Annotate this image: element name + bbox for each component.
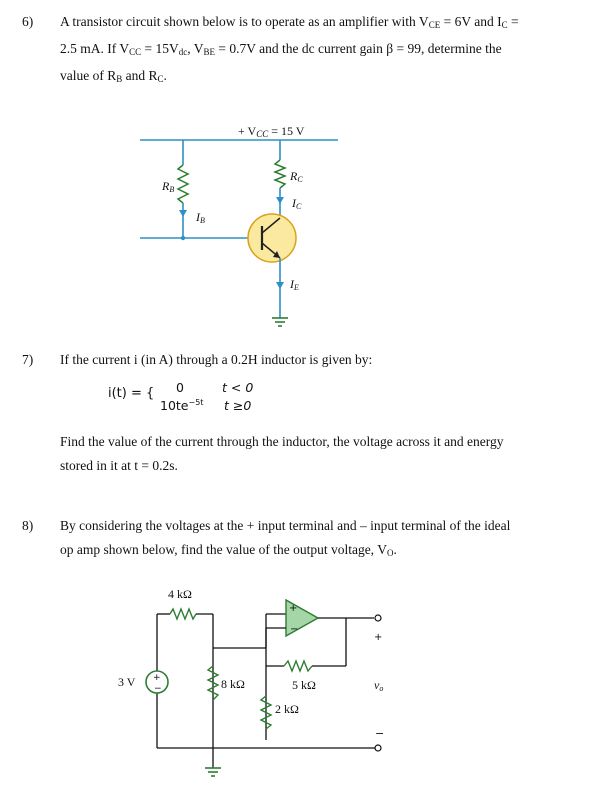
- svg-text:−: −: [290, 624, 298, 635]
- vo-label: vo: [374, 678, 383, 693]
- r1-resistor: [169, 607, 197, 621]
- ic-arrow: [276, 197, 284, 204]
- ic-label: IC: [291, 196, 302, 211]
- voltage-source-icon: [145, 670, 169, 694]
- r3-label: 5 kΩ: [292, 678, 316, 692]
- case-1-condition: t < 0: [222, 380, 254, 395]
- rc-resistor: [272, 159, 288, 189]
- emitter-arrow-icon: [273, 251, 280, 258]
- junction-dot: [180, 235, 186, 241]
- svg-text:−: −: [154, 684, 162, 694]
- question-text: A transistor circuit shown below is to o…: [60, 14, 519, 84]
- output-terminal-plus: [374, 614, 382, 622]
- question-text: If the current i (in A) through a 0.2H i…: [60, 352, 373, 367]
- case-1-value: 0: [176, 380, 184, 395]
- rc-label: RC: [289, 169, 303, 184]
- case-2-condition: t ≥0: [224, 398, 252, 413]
- ie-arrow: [276, 282, 284, 289]
- r2-resistor: [206, 665, 220, 701]
- question-text: By considering the voltages at the + inp…: [60, 518, 511, 558]
- source-label: 3 V: [118, 675, 136, 689]
- svg-text:+: +: [289, 603, 297, 614]
- output-terminal-minus: [374, 744, 382, 752]
- r1-label: 4 kΩ: [168, 587, 192, 601]
- ib-label: IB: [195, 210, 205, 225]
- ie-label: IE: [289, 277, 299, 292]
- question-number: 8): [22, 518, 34, 533]
- transistor-icon: [247, 213, 297, 263]
- svg-text:+: +: [374, 632, 382, 643]
- case-2-value: 10te−5t: [160, 398, 204, 414]
- r2-label: 8 kΩ: [221, 677, 245, 691]
- svg-text:−: −: [375, 727, 384, 740]
- transistor-collector: [261, 217, 281, 234]
- rb-label: RB: [161, 179, 174, 194]
- vcc-label: + VCC = 15 V: [238, 124, 305, 139]
- r4-resistor: [259, 695, 273, 730]
- svg-text:+: +: [153, 673, 161, 683]
- r3-resistor: [283, 659, 313, 673]
- rb-resistor: [176, 164, 190, 204]
- equation-lhs: i(t) = {: [108, 386, 155, 401]
- ib-arrow: [179, 210, 187, 217]
- question-number: 7): [22, 352, 34, 367]
- question-number: 6): [22, 14, 34, 29]
- opamp-icon: [285, 598, 320, 638]
- r4-label: 2 kΩ: [275, 702, 299, 716]
